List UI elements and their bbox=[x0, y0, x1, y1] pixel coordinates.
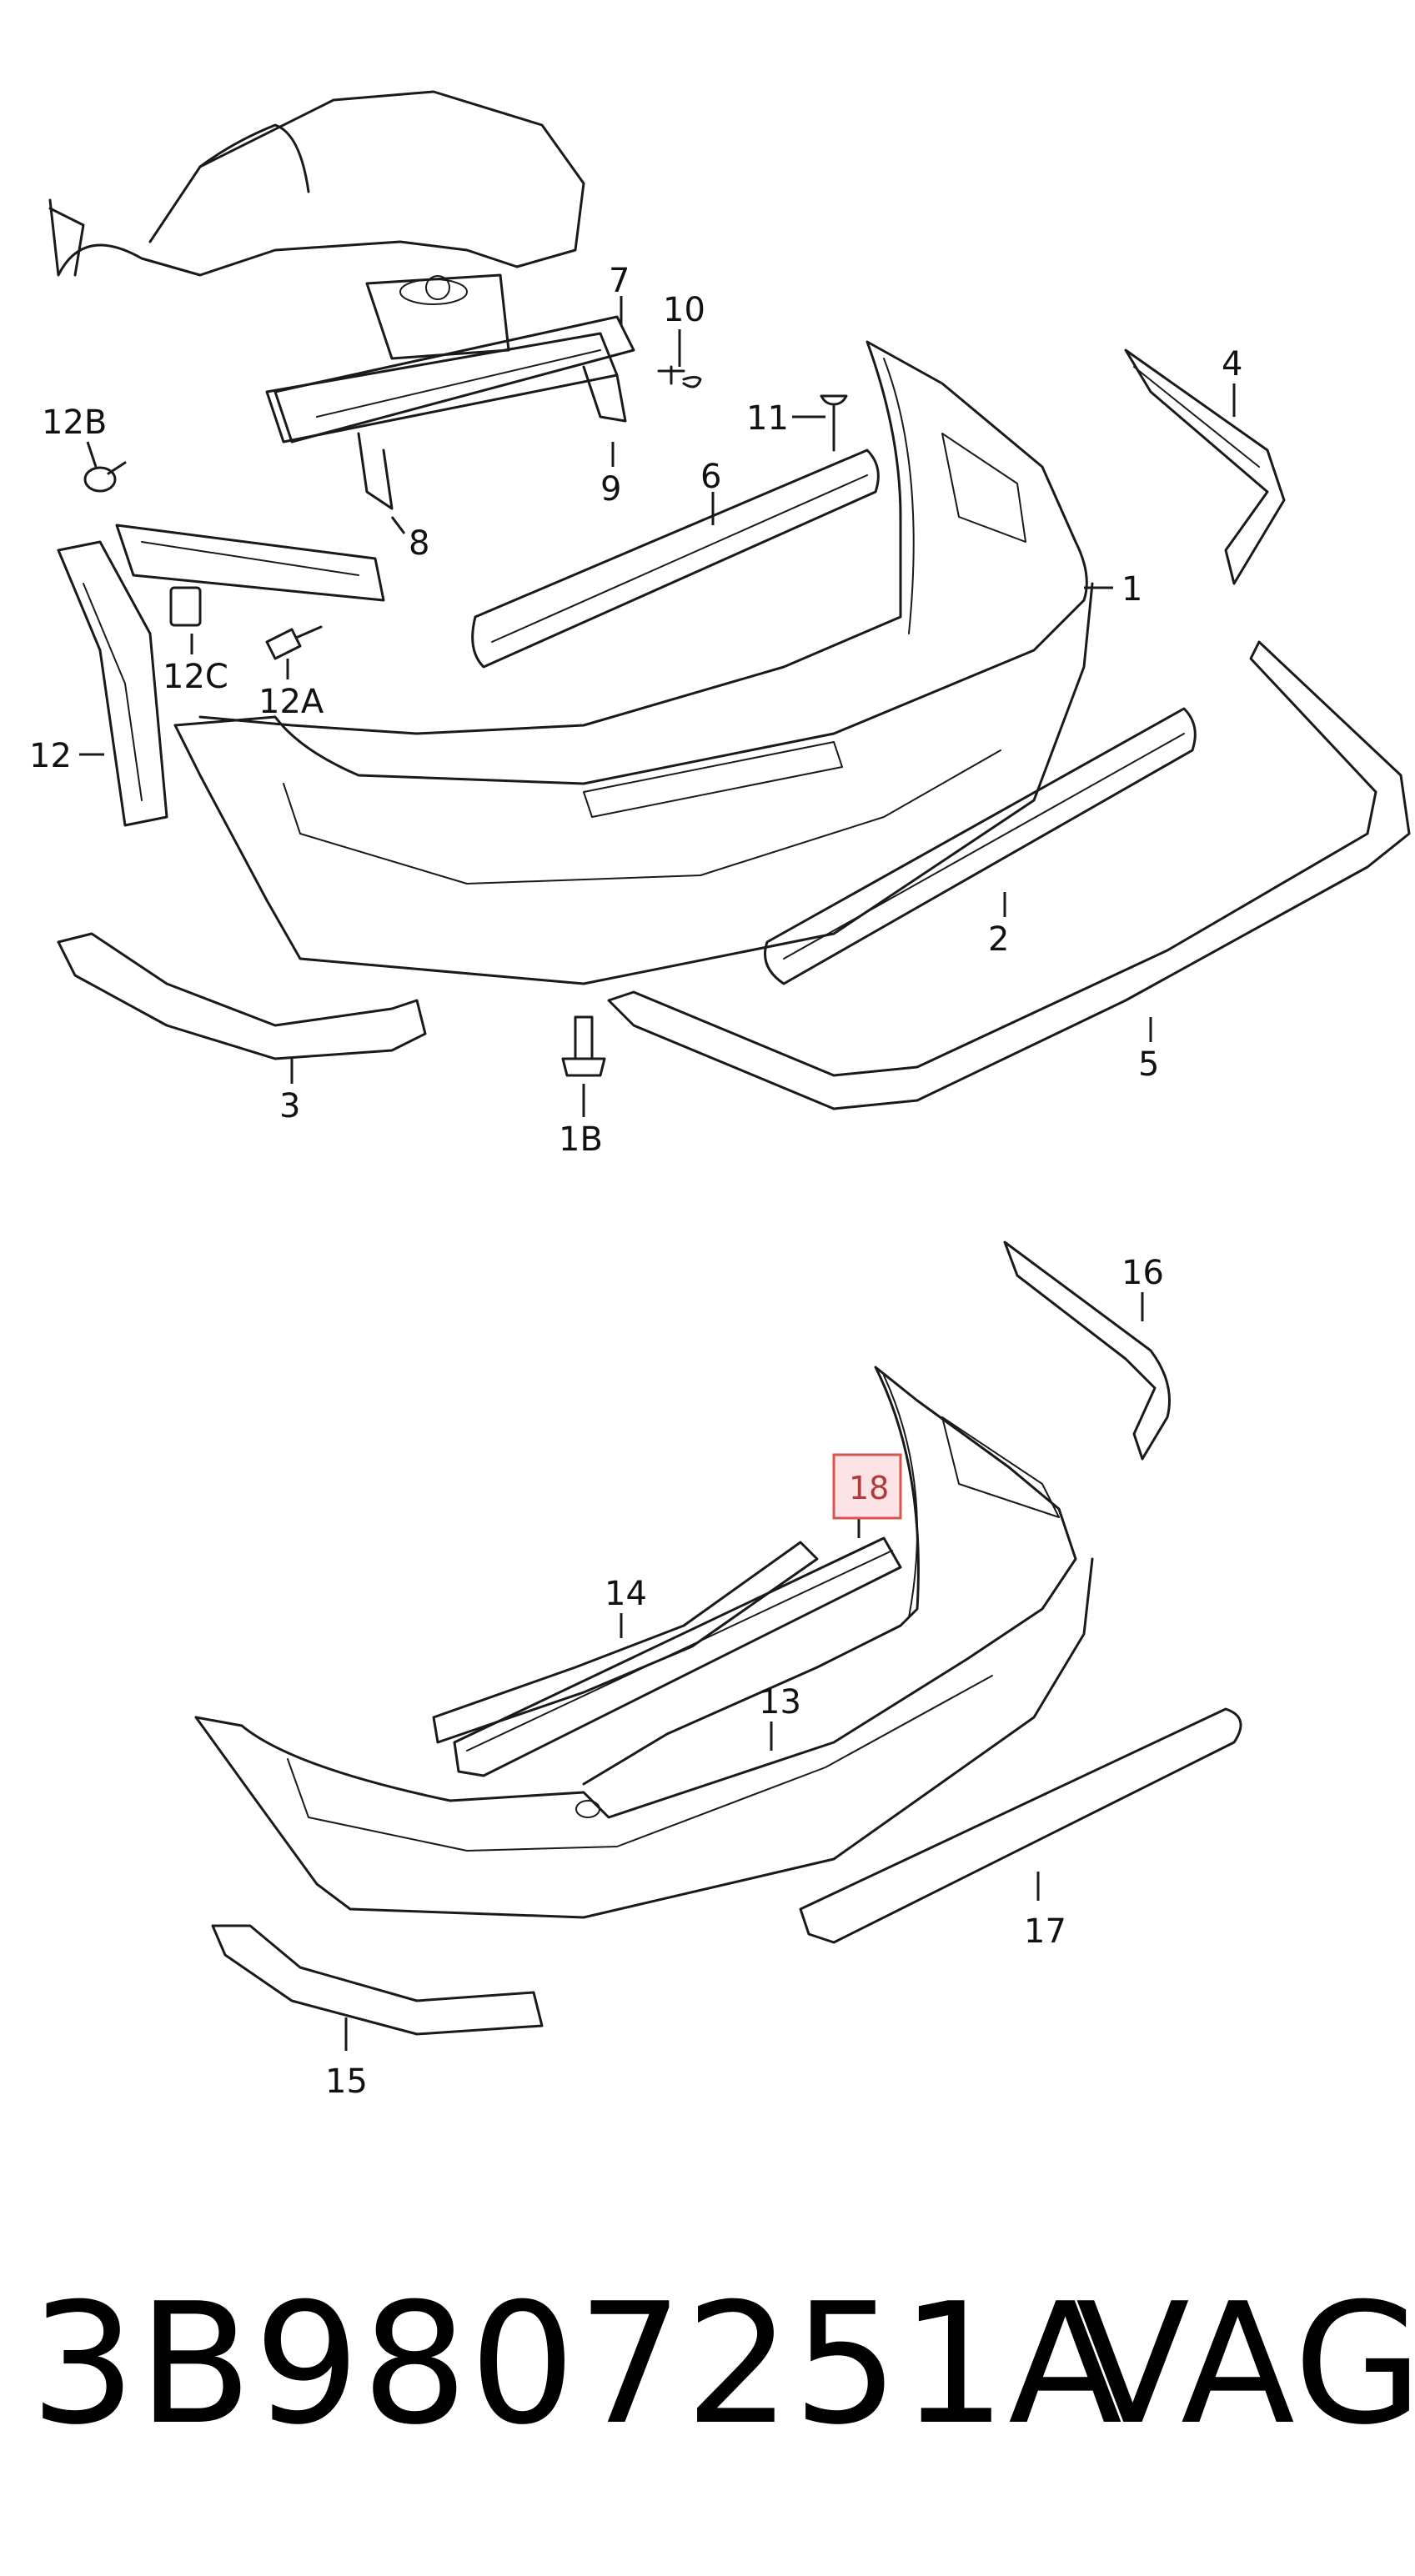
brand-name: VAG bbox=[1076, 2268, 1415, 2462]
callout-7: 7 bbox=[609, 262, 630, 300]
callout-8: 8 bbox=[409, 524, 429, 563]
callout-18: 18 bbox=[849, 1470, 889, 1506]
screw-12b bbox=[83, 461, 127, 493]
callout-10: 10 bbox=[663, 291, 705, 329]
trim-strip-2 bbox=[764, 707, 1197, 985]
callout-15: 15 bbox=[325, 2062, 368, 2101]
callout-11: 11 bbox=[746, 399, 789, 438]
clip-12c bbox=[169, 586, 202, 627]
part-number: 3B9807251A bbox=[30, 2268, 1124, 2462]
trim-strip-17 bbox=[799, 1707, 1242, 1944]
trim-strip-3 bbox=[57, 932, 427, 1060]
callout-12a: 12A bbox=[258, 683, 324, 721]
bumper-cover-13 bbox=[194, 1366, 1094, 1919]
trim-strip-15 bbox=[211, 1924, 544, 2036]
callout-12c: 12C bbox=[163, 658, 228, 696]
callout-1: 1 bbox=[1121, 570, 1142, 609]
bracket-14 bbox=[432, 1541, 819, 1744]
screw-1b bbox=[561, 1015, 606, 1077]
screw-12a bbox=[265, 625, 323, 660]
part-number-footer: 3B9807251A VAG bbox=[0, 2251, 1415, 2468]
callout-17: 17 bbox=[1024, 1912, 1066, 1951]
callout-2: 2 bbox=[988, 920, 1009, 959]
callout-1b: 1B bbox=[559, 1120, 603, 1159]
trim-strip-5 bbox=[607, 640, 1411, 1110]
highlight-box-18 bbox=[832, 1453, 902, 1520]
bumper-mount-bracket bbox=[273, 315, 635, 510]
car-body-rear bbox=[48, 90, 619, 444]
screw-11 bbox=[820, 394, 848, 452]
leader-lines-bottom bbox=[344, 1292, 1144, 2051]
callout-16: 16 bbox=[1121, 1254, 1164, 1292]
callout-12: 12 bbox=[29, 737, 72, 775]
screw-10 bbox=[657, 365, 702, 388]
impact-bar-18 bbox=[453, 1536, 902, 1777]
bumper-cover-1 bbox=[173, 340, 1094, 985]
callout-9: 9 bbox=[600, 470, 621, 509]
callout-14: 14 bbox=[605, 1575, 647, 1613]
trim-strip-4 bbox=[1124, 348, 1286, 585]
callout-4: 4 bbox=[1222, 345, 1242, 383]
callout-12b: 12B bbox=[42, 403, 107, 442]
leader-lines-top bbox=[79, 296, 1236, 1117]
callouts-bottom: 16 18 14 13 17 15 bbox=[325, 1254, 1164, 2101]
callouts-top: 7 10 12B 11 4 6 1 9 8 12C 12A 12 2 3 5 1… bbox=[29, 262, 1242, 1159]
callout-6: 6 bbox=[700, 458, 721, 496]
impact-bar-6 bbox=[471, 449, 880, 669]
callout-13: 13 bbox=[759, 1683, 801, 1722]
side-guide-rail-12 bbox=[57, 524, 385, 827]
trim-strip-16 bbox=[1003, 1240, 1171, 1461]
callout-5: 5 bbox=[1138, 1045, 1159, 1084]
callout-3: 3 bbox=[279, 1087, 300, 1125]
